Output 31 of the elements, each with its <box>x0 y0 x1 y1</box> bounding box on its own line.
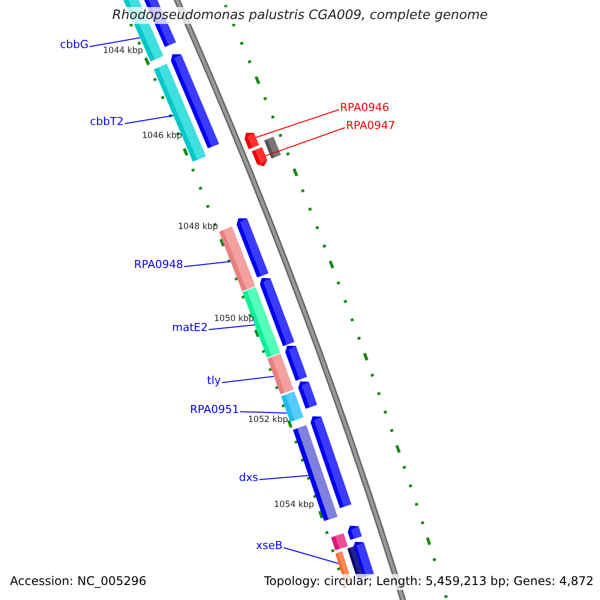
gene-label: cbbG <box>60 39 89 52</box>
gene-label: RPA0951 <box>190 404 240 417</box>
gene-label: RPA0948 <box>134 259 184 272</box>
scale-label: 1048 kbp <box>178 223 218 233</box>
gene-bar <box>267 354 294 394</box>
scale-label: 1044 kbp <box>103 47 144 57</box>
scale-label: 1046 kbp <box>142 132 182 142</box>
gene-bar <box>244 132 259 150</box>
gene-label: xseB <box>256 540 283 553</box>
leader-line <box>283 547 339 564</box>
gene-label: RPA0946 <box>340 102 390 115</box>
leader-line <box>124 115 174 124</box>
leader-line <box>255 109 340 138</box>
gene-label: dxs <box>239 472 258 485</box>
leader-line <box>89 37 141 48</box>
scale-label: 1054 kbp <box>274 501 314 511</box>
leader-line <box>258 475 310 480</box>
leader-line <box>221 376 274 384</box>
leader-line <box>240 411 288 414</box>
gene-label: matE2 <box>172 322 208 335</box>
gene-label: cbbT2 <box>90 116 124 129</box>
info-text: Accession: NC_005296 <box>8 574 148 590</box>
leader-line <box>208 324 256 330</box>
leader-line <box>265 127 346 156</box>
gene-bar <box>219 226 256 292</box>
scale-label: 1050 kbp <box>214 315 254 325</box>
gene-label: tly <box>207 375 221 388</box>
gene-bar <box>252 147 268 166</box>
gene-label: RPA0947 <box>346 120 396 133</box>
scale-label: 1052 kbp <box>248 416 288 426</box>
leader-line <box>184 261 232 268</box>
